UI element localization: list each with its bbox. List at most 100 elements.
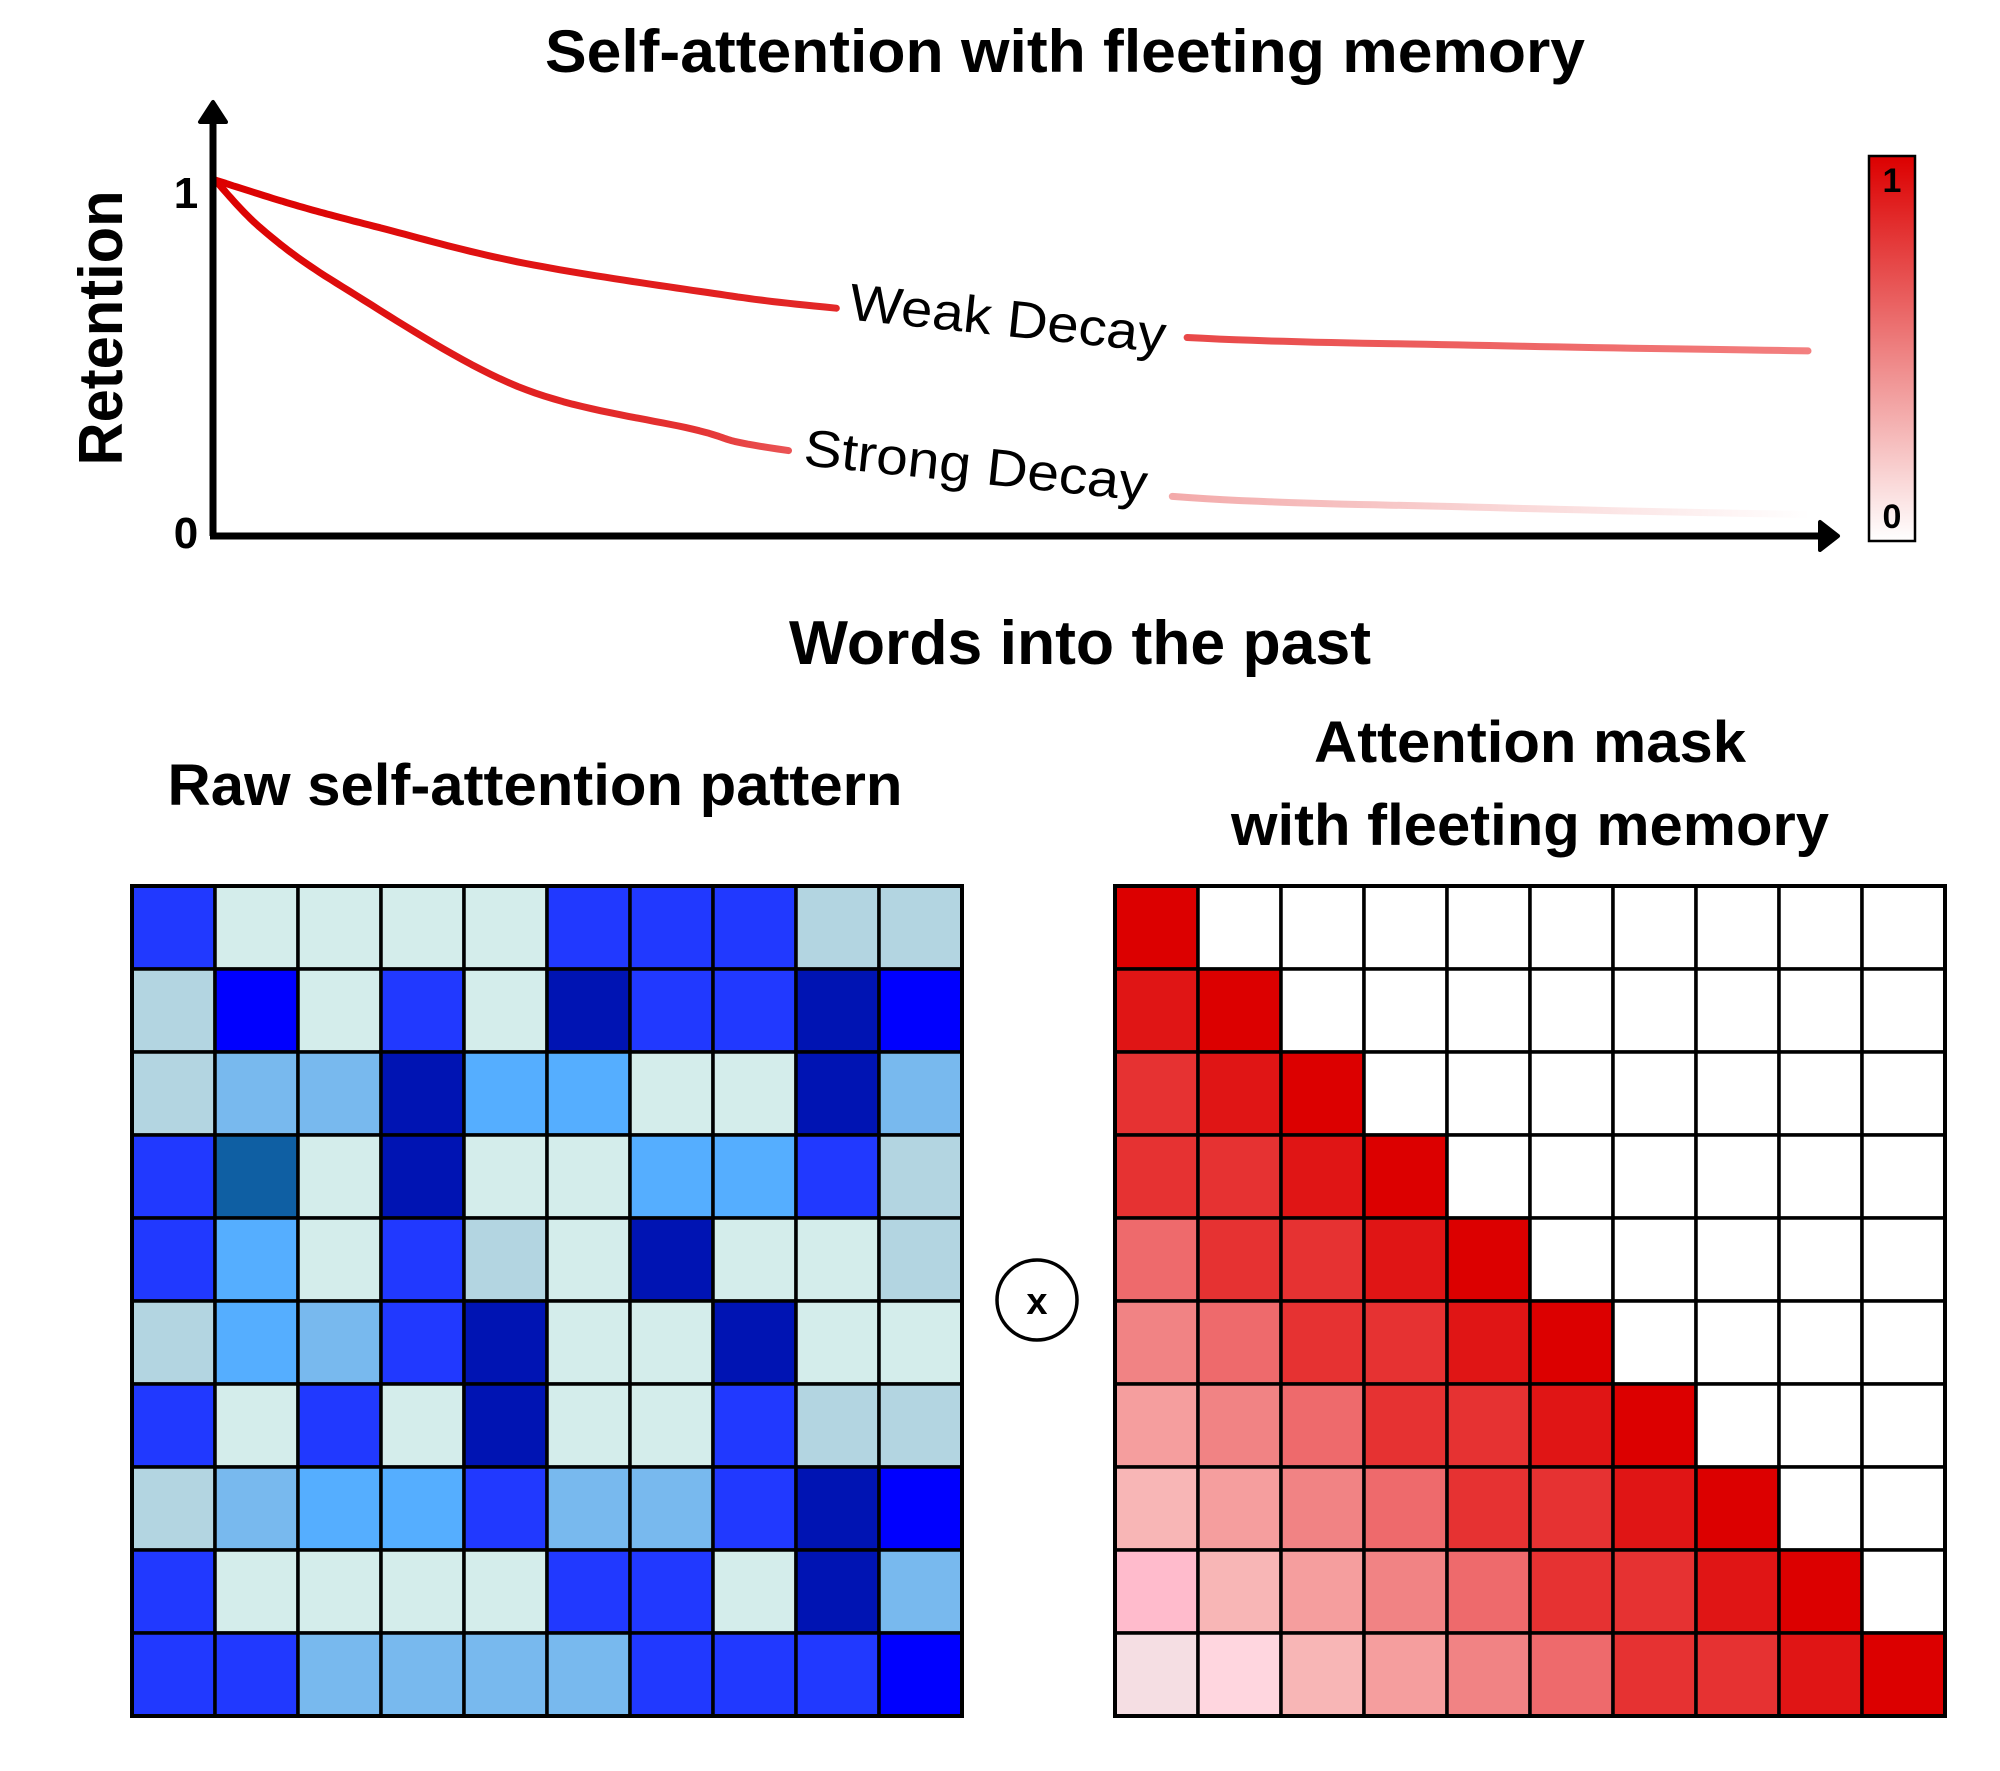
raw-attention-cell xyxy=(379,1382,466,1469)
mask-cell xyxy=(1777,1465,1864,1552)
mask-cell xyxy=(1694,1050,1781,1137)
mask-cell xyxy=(1445,1465,1532,1552)
raw-attention-cell xyxy=(794,1465,881,1552)
colorbar-min-label: 0 xyxy=(1883,498,1902,536)
raw-attention-cell xyxy=(379,967,466,1054)
raw-attention-cell xyxy=(877,967,964,1054)
raw-attention-cell xyxy=(379,1050,466,1137)
colorbar xyxy=(1867,154,1917,543)
raw-attention-cell xyxy=(711,1050,798,1137)
raw-attention-cell xyxy=(379,884,466,971)
mask-cell xyxy=(1860,1465,1947,1552)
mask-cell xyxy=(1528,884,1615,971)
raw-attention-cell xyxy=(296,1216,383,1303)
raw-attention-cell xyxy=(711,884,798,971)
mask-cell xyxy=(1860,1631,1947,1718)
mask-cell xyxy=(1113,1133,1200,1220)
mask-cell xyxy=(1113,1631,1200,1718)
raw-attention-cell xyxy=(213,1631,300,1718)
raw-attention-cell xyxy=(545,1465,632,1552)
mask-cell xyxy=(1860,884,1947,971)
mask-cell xyxy=(1279,1465,1366,1552)
mask-cell xyxy=(1860,1050,1947,1137)
raw-attention-cell xyxy=(130,884,217,971)
mask-cell xyxy=(1445,1133,1532,1220)
mask-border xyxy=(1113,884,1947,1718)
mask-cell xyxy=(1362,1299,1449,1386)
mask-cell xyxy=(1279,884,1366,971)
raw-attention-cell xyxy=(462,884,549,971)
mask-cell xyxy=(1279,1216,1366,1303)
raw-attention-cell xyxy=(213,1382,300,1469)
mask-cell xyxy=(1611,1631,1698,1718)
mask-cell xyxy=(1860,1548,1947,1635)
raw-attention-cell xyxy=(877,1050,964,1137)
raw-attention-cell xyxy=(462,1216,549,1303)
raw-attention-cell xyxy=(296,1299,383,1386)
raw-attention-cell xyxy=(296,1050,383,1137)
raw-attention-cell xyxy=(213,884,300,971)
raw-attention-cell xyxy=(213,967,300,1054)
mask-cell xyxy=(1694,1465,1781,1552)
multiply-symbol: x xyxy=(1026,1281,1047,1323)
mask-cell xyxy=(1362,1133,1449,1220)
y-axis-label: Retention xyxy=(67,191,136,466)
colorbar-max-label: 1 xyxy=(1883,162,1902,200)
raw-attention-cell xyxy=(296,1465,383,1552)
raw-attention-cell xyxy=(794,1050,881,1137)
raw-attention-cell xyxy=(711,1548,798,1635)
mask-cell xyxy=(1611,1299,1698,1386)
mask-cell xyxy=(1694,1382,1781,1469)
mask-cell xyxy=(1279,1548,1366,1635)
attention-mask-heatmap xyxy=(1113,884,1947,1718)
multiply-operator: x xyxy=(995,1258,1079,1342)
raw-attention-cell xyxy=(462,1631,549,1718)
mask-cell xyxy=(1362,1216,1449,1303)
mask-cell xyxy=(1694,1299,1781,1386)
mask-cell xyxy=(1528,967,1615,1054)
raw-attention-cell xyxy=(628,1299,715,1386)
raw-attention-cell xyxy=(130,1382,217,1469)
mask-cell xyxy=(1528,1299,1615,1386)
mask-cell xyxy=(1611,967,1698,1054)
mask-cell xyxy=(1528,1050,1615,1137)
raw-attention-cell xyxy=(794,1133,881,1220)
raw-attention-cell xyxy=(379,1465,466,1552)
mask-cell xyxy=(1196,1382,1283,1469)
weak-decay-curve-segment-2 xyxy=(1183,334,1812,355)
mask-cell xyxy=(1777,967,1864,1054)
raw-attention-cell xyxy=(379,1548,466,1635)
raw-attention-cell xyxy=(462,1548,549,1635)
raw-attention-cell xyxy=(213,1216,300,1303)
mask-cell xyxy=(1196,1631,1283,1718)
raw-attention-title: Raw self-attention pattern xyxy=(168,753,903,818)
raw-attention-cell xyxy=(296,1548,383,1635)
raw-attention-cell xyxy=(296,967,383,1054)
raw-attention-cell xyxy=(794,1216,881,1303)
raw-attention-cell xyxy=(628,1548,715,1635)
mask-cell xyxy=(1777,1050,1864,1137)
mask-cell xyxy=(1611,1382,1698,1469)
raw-attention-cell xyxy=(794,1299,881,1386)
mask-cell xyxy=(1279,967,1366,1054)
mask-cell xyxy=(1777,1133,1864,1220)
raw-attention-cell xyxy=(130,1133,217,1220)
raw-attention-heatmap xyxy=(130,884,964,1718)
mask-cell xyxy=(1694,1216,1781,1303)
mask-cell xyxy=(1860,1216,1947,1303)
raw-attention-cell xyxy=(462,967,549,1054)
mask-cell xyxy=(1196,967,1283,1054)
mask-cell xyxy=(1611,1548,1698,1635)
raw-attention-cell xyxy=(711,967,798,1054)
mask-cell xyxy=(1113,1465,1200,1552)
mask-cell xyxy=(1528,1133,1615,1220)
mask-cell xyxy=(1860,1133,1947,1220)
mask-cell xyxy=(1196,1548,1283,1635)
mask-cell xyxy=(1362,1050,1449,1137)
mask-cell xyxy=(1196,1216,1283,1303)
mask-cell xyxy=(1694,884,1781,971)
mask-title-line2: with fleeting memory xyxy=(1230,793,1829,858)
mask-cell xyxy=(1113,1382,1200,1469)
mask-cell xyxy=(1445,1299,1532,1386)
mask-cell xyxy=(1362,1631,1449,1718)
